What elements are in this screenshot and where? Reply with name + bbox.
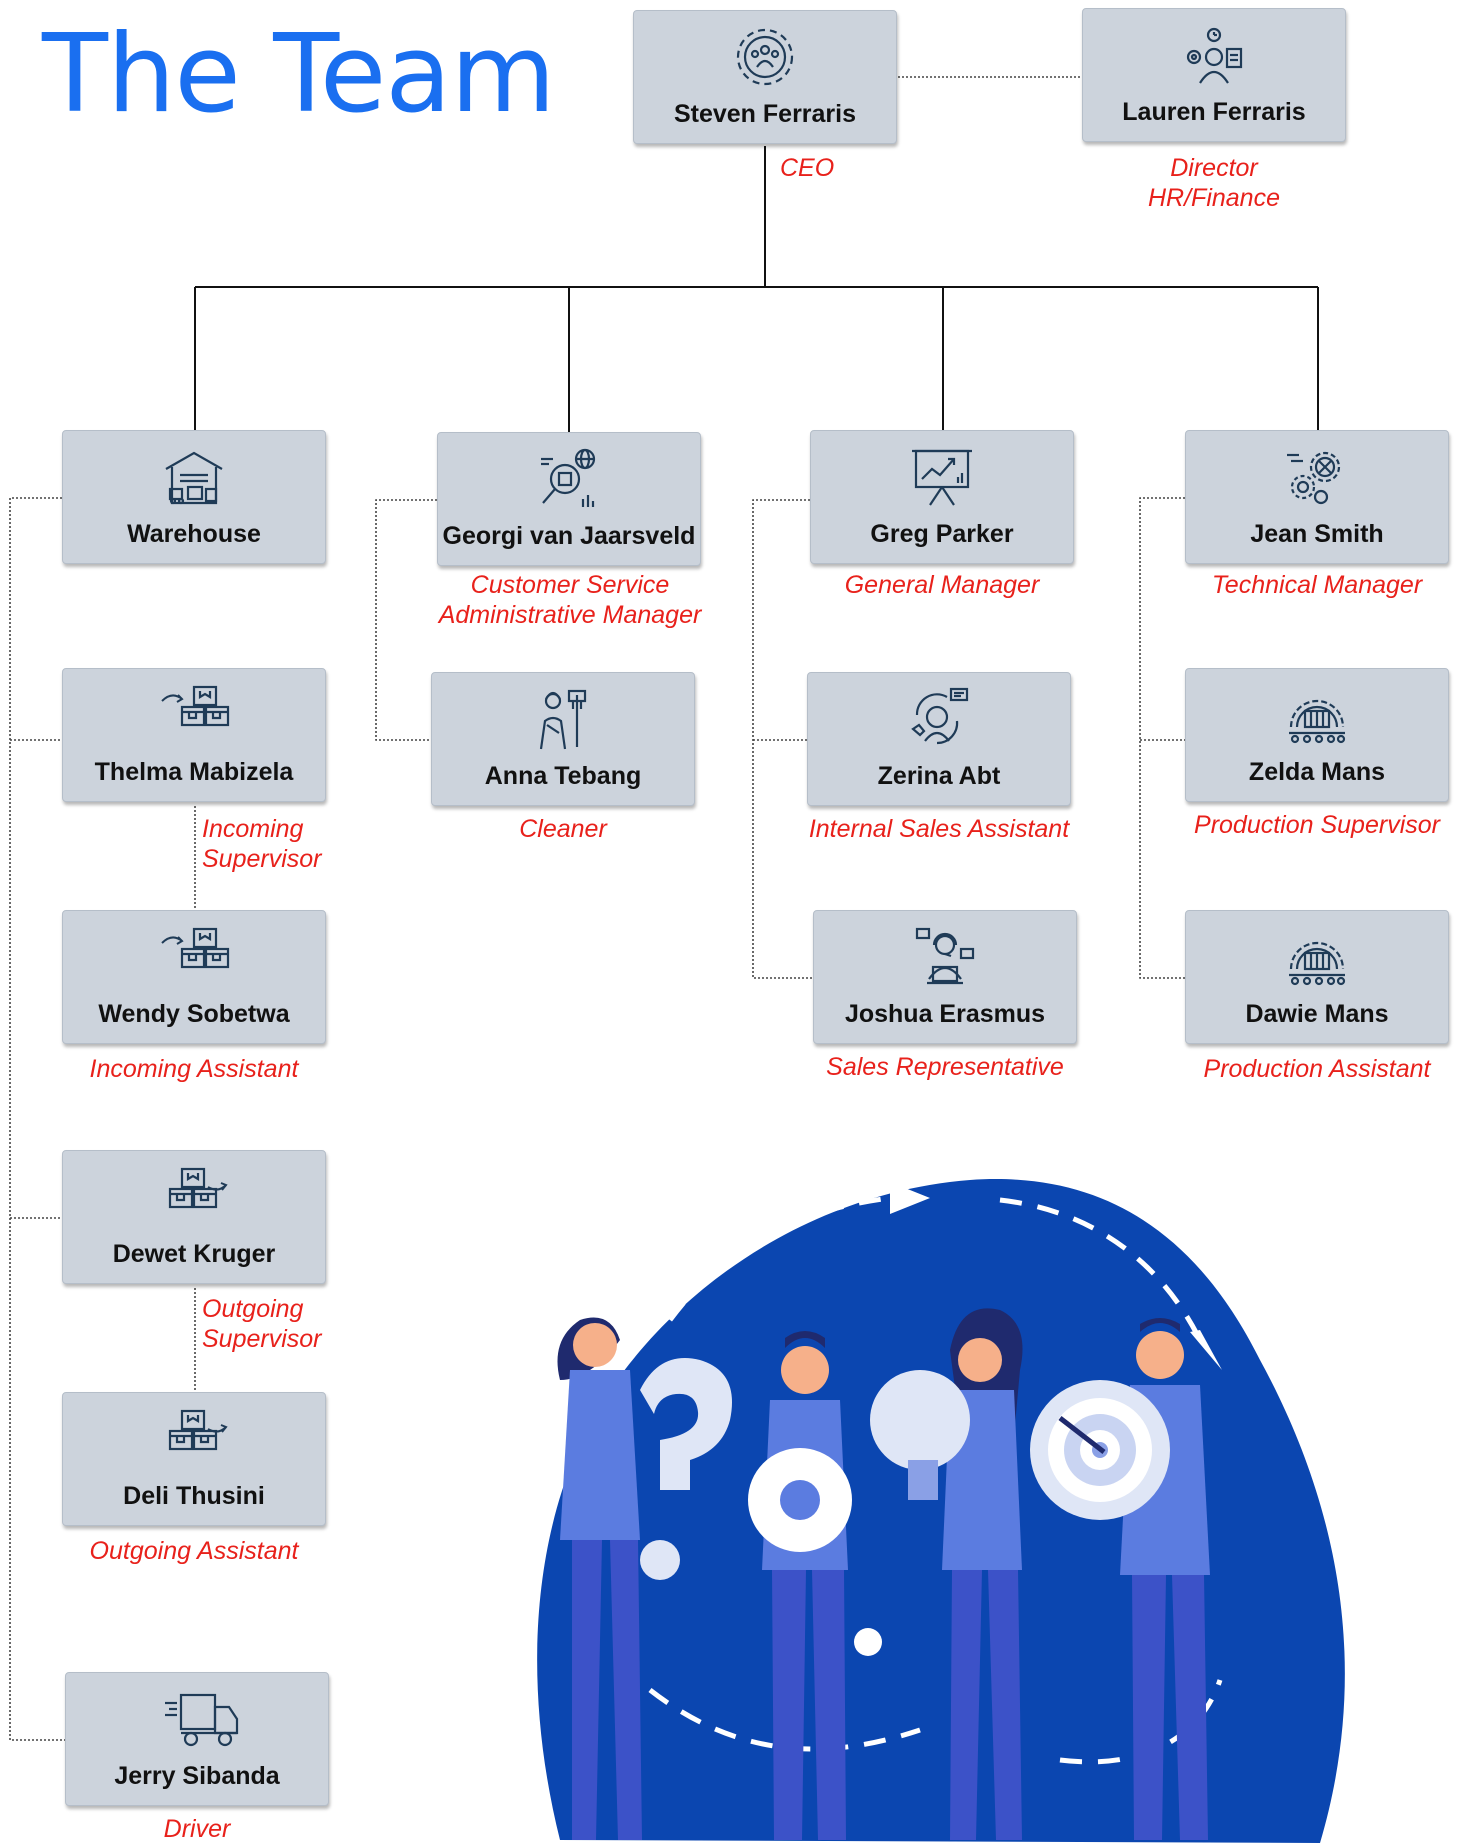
person-name: Steven Ferraris — [673, 100, 857, 128]
role-label: Administrative Manager — [438, 601, 702, 629]
role-label: Production Assistant — [1203, 1055, 1431, 1083]
person-name: Wendy Sobetwa — [98, 1000, 290, 1028]
person-name: Joshua Erasmus — [844, 1000, 1046, 1028]
role-label: Driver — [163, 1815, 231, 1843]
person-name: Greg Parker — [870, 520, 1014, 548]
magnifier-globe-icon — [541, 448, 596, 507]
warehouse-icon — [165, 451, 223, 505]
team-gear-icon — [736, 28, 794, 86]
node-dawie-mans[interactable]: Dawie Mans — [1185, 910, 1449, 1044]
person-target-figure — [1030, 1318, 1210, 1840]
role-label: Supervisor — [202, 845, 322, 873]
role-label: General Manager — [844, 571, 1040, 599]
role-label: Outgoing Assistant — [89, 1537, 299, 1565]
factory-gear-icon — [1289, 699, 1346, 744]
node-greg-parker[interactable]: Greg Parker — [810, 430, 1074, 564]
person-lightbulb-figure — [870, 1308, 1023, 1840]
role-label: Supervisor — [202, 1325, 322, 1353]
sales-rep-icon — [915, 927, 975, 985]
person-name: Zelda Mans — [1248, 758, 1386, 786]
boxes-incoming-icon — [161, 927, 230, 969]
node-lauren-ferraris[interactable]: Lauren Ferraris — [1082, 8, 1346, 142]
delivery-truck-icon — [165, 1693, 239, 1747]
person-name: Jean Smith — [1250, 520, 1384, 548]
node-wendy-sobetwa[interactable]: Wendy Sobetwa — [62, 910, 326, 1044]
role-label: Production Supervisor — [1194, 811, 1440, 839]
role-label: CEO — [780, 154, 835, 182]
role-label: Incoming Assistant — [89, 1055, 299, 1083]
person-name: Deli Thusini — [123, 1482, 265, 1510]
role-label: Customer Service — [470, 571, 670, 599]
node-zerina-abt[interactable]: Zerina Abt — [807, 672, 1071, 806]
person-name: Zerina Abt — [877, 762, 1001, 790]
presentation-board-icon — [912, 449, 972, 506]
role-label: Incoming — [202, 815, 304, 843]
node-jerry-sibanda[interactable]: Jerry Sibanda — [65, 1672, 329, 1806]
node-steven-ferraris[interactable]: Steven Ferraris — [633, 10, 897, 144]
node-joshua-erasmus[interactable]: Joshua Erasmus — [813, 910, 1077, 1044]
role-label: Director — [1170, 154, 1258, 182]
node-georgi-van-jaarsveld[interactable]: Georgi van Jaarsveld — [437, 432, 701, 566]
role-label: Cleaner — [519, 815, 607, 843]
node-zelda-mans[interactable]: Zelda Mans — [1185, 668, 1449, 802]
role-label: HR/Finance — [1148, 184, 1280, 212]
person-name: Thelma Mabizela — [94, 758, 294, 786]
role-label: Outgoing — [202, 1295, 304, 1323]
boxes-outgoing-icon — [168, 1409, 228, 1451]
blue-blob — [537, 1179, 1345, 1843]
manager-icon — [1186, 27, 1243, 84]
node-thelma-mabizela[interactable]: Thelma Mabizela — [62, 668, 326, 802]
boxes-outgoing-icon — [168, 1167, 228, 1209]
node-warehouse[interactable]: Warehouse — [62, 430, 326, 564]
node-dewet-kruger[interactable]: Dewet Kruger — [62, 1150, 326, 1284]
person-question-figure — [557, 1317, 732, 1840]
person-name: Lauren Ferraris — [1122, 98, 1306, 126]
person-name: Georgi van Jaarsveld — [442, 522, 696, 550]
person-name: Jerry Sibanda — [114, 1762, 280, 1790]
person-name: Warehouse — [127, 520, 261, 548]
node-deli-thusini[interactable]: Deli Thusini — [62, 1392, 326, 1526]
person-gear-figure — [748, 1331, 882, 1840]
role-label: Sales Representative — [826, 1053, 1064, 1081]
page-title: The Team — [42, 12, 556, 137]
node-anna-tebang[interactable]: Anna Tebang — [431, 672, 695, 806]
boxes-incoming-icon — [161, 685, 230, 727]
call-center-icon — [911, 687, 969, 745]
role-label: Internal Sales Assistant — [808, 815, 1070, 843]
factory-gear-icon — [1289, 941, 1346, 986]
teamwork-illustration — [537, 1179, 1345, 1843]
person-name: Dawie Mans — [1245, 1000, 1389, 1028]
role-label: Technical Manager — [1211, 571, 1423, 599]
gears-icon — [1287, 451, 1341, 505]
node-jean-smith[interactable]: Jean Smith — [1185, 430, 1449, 564]
person-name: Anna Tebang — [484, 762, 642, 790]
person-name: Dewet Kruger — [112, 1240, 276, 1268]
cleaner-icon — [539, 689, 587, 750]
